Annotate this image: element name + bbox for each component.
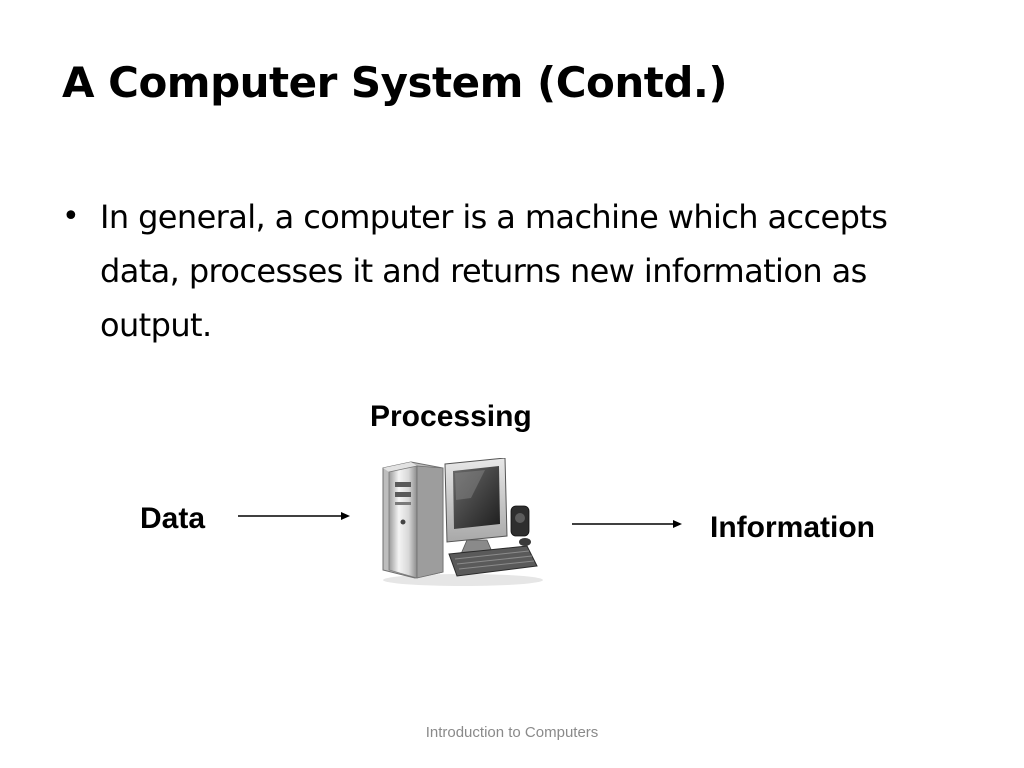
processing-label: Processing — [370, 400, 532, 433]
bullet-list: • In general, a computer is a machine wh… — [62, 190, 942, 352]
desktop-computer-icon — [382, 458, 543, 586]
information-label: Information — [710, 511, 875, 544]
output-arrow-icon — [572, 520, 682, 528]
bullet-icon: • — [62, 199, 80, 234]
input-arrow-icon — [238, 512, 350, 520]
slide-title: A Computer System (Contd.) — [62, 58, 728, 107]
input-process-output-diagram: Processing Data — [0, 380, 1024, 610]
bullet-text: In general, a computer is a machine whic… — [100, 198, 888, 344]
data-label: Data — [140, 502, 206, 535]
bullet-item: • In general, a computer is a machine wh… — [62, 190, 942, 352]
slide-footer: Introduction to Computers — [425, 724, 599, 741]
